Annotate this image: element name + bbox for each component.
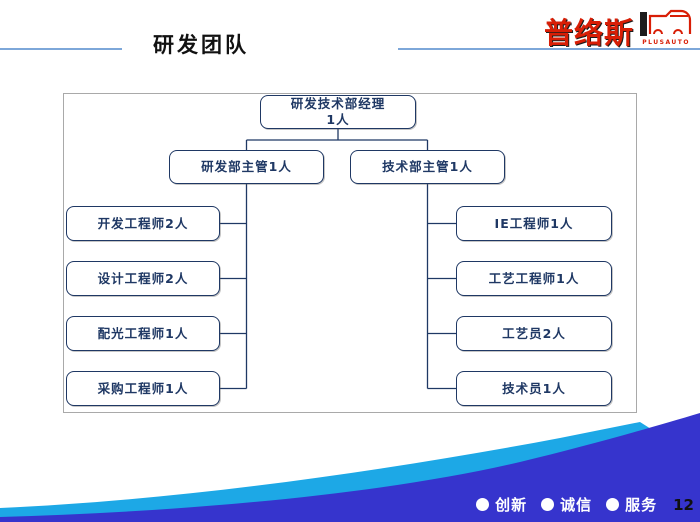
header-divider-right <box>398 48 700 50</box>
footer-value-label: 诚信 <box>560 496 593 514</box>
footer-value-service: 服务 <box>606 494 657 515</box>
footer-value-integrity: 诚信 <box>541 494 592 515</box>
org-node-design-engineer: 设计工程师2人 <box>66 261 220 296</box>
org-node-root-line2: 1人 <box>326 112 350 127</box>
org-chart-frame <box>63 93 637 413</box>
header-divider-left <box>0 48 122 50</box>
bullet-icon <box>541 498 555 511</box>
logo-subtext: PLUSAUTO <box>642 39 690 46</box>
org-node-tech-supervisor: 技术部主管1人 <box>350 150 505 184</box>
page-title: 研发团队 <box>153 33 249 57</box>
truck-icon <box>640 8 692 44</box>
footer-value-label: 创新 <box>495 496 528 514</box>
org-node-rd-supervisor: 研发部主管1人 <box>169 150 324 184</box>
org-node-process-engineer: 工艺工程师1人 <box>456 261 612 296</box>
org-node-technician: 技术员1人 <box>456 371 612 406</box>
bullet-icon <box>606 498 620 511</box>
org-node-optics-engineer: 配光工程师1人 <box>66 316 220 351</box>
footer-value-label: 服务 <box>625 496 658 514</box>
org-node-root: 研发技术部经理 1人 <box>260 95 416 129</box>
logo-wordmark: 普络斯 <box>544 16 635 50</box>
org-node-ie-engineer: IE工程师1人 <box>456 206 612 241</box>
bullet-icon <box>476 498 490 511</box>
org-node-dev-engineer: 开发工程师2人 <box>66 206 220 241</box>
org-node-purchasing-engineer: 采购工程师1人 <box>66 371 220 406</box>
company-logo: 普络斯 PLUSAUTO <box>544 6 694 50</box>
footer-value-innovation: 创新 <box>476 494 527 515</box>
footer: 创新 诚信 服务 12 <box>476 494 694 515</box>
page-number: 12 <box>673 495 694 514</box>
org-node-root-line1: 研发技术部经理 <box>290 96 386 112</box>
org-node-process-staff: 工艺员2人 <box>456 316 612 351</box>
bottom-wave-decoration <box>0 413 700 522</box>
